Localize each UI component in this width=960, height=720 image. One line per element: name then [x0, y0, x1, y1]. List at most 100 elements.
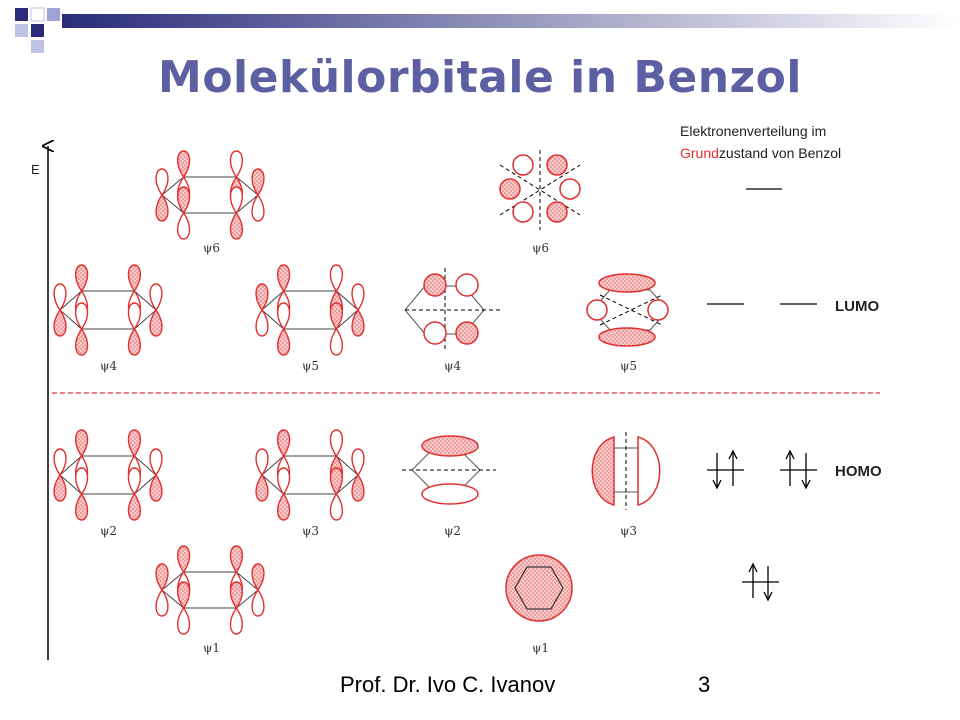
legend-rest: zustand von Benzol	[719, 145, 841, 161]
p-orbital-lobe	[329, 429, 343, 458]
legend-line-1: Elektronenverteilung im	[680, 123, 826, 139]
energy-levels	[707, 188, 817, 583]
p-orbital-lobe	[251, 193, 265, 222]
benzene-ring	[161, 176, 259, 214]
orbital-psi4-mo	[404, 268, 500, 352]
psi-label: ψ3	[620, 524, 637, 538]
benzene-ring	[261, 290, 359, 330]
orbital-psi6-mo	[499, 150, 581, 230]
psi-label: ψ6	[532, 241, 549, 255]
p-orbital-lobe	[277, 302, 291, 331]
orbital-psi1-mo	[505, 554, 573, 622]
p-orbital-lobe	[229, 211, 243, 240]
p-orbital-lobe	[177, 150, 191, 179]
p-orbital-lobe	[149, 283, 163, 312]
p-orbital-lobe	[255, 473, 269, 502]
p-orbital-lobe	[177, 211, 191, 240]
p-orbital-lobe	[255, 308, 269, 337]
p-orbital-lobe	[277, 264, 291, 293]
electron-pairs	[712, 449, 811, 602]
orbital-psi2-pz	[53, 429, 163, 521]
p-orbital-lobe	[229, 606, 243, 635]
p-orbital-lobe	[177, 545, 191, 574]
benzene-ring	[59, 290, 157, 330]
p-orbital-lobe	[255, 283, 269, 312]
psi-label: ψ3	[302, 524, 319, 538]
orbital-psi1-pz	[155, 545, 265, 635]
p-orbital-lobe	[177, 581, 191, 610]
p-orbital-lobe	[351, 448, 365, 477]
p-orbital-lobe	[75, 327, 89, 356]
p-orbital-lobe	[127, 302, 141, 331]
orbital-psi5-pz	[255, 264, 365, 356]
p-orbital-lobe	[229, 186, 243, 215]
p-orbital-lobe	[277, 492, 291, 521]
p-orbital-lobe	[277, 467, 291, 496]
p-orbital-lobe	[149, 308, 163, 337]
p-orbital-lobe	[127, 467, 141, 496]
p-orbital-lobe	[177, 186, 191, 215]
orbital-psi3-mo	[591, 432, 661, 510]
p-orbital-lobe	[329, 302, 343, 331]
p-orbital-lobe	[155, 563, 169, 592]
p-orbital-lobe	[351, 283, 365, 312]
p-orbital-lobe	[329, 492, 343, 521]
psi-label: ψ2	[100, 524, 117, 538]
p-orbital-lobe	[351, 473, 365, 502]
psi-label: ψ2	[444, 524, 461, 538]
footer-author: Prof. Dr. Ivo C. Ivanov	[340, 672, 556, 697]
p-orbital-lobe	[127, 264, 141, 293]
p-orbital-lobe	[127, 429, 141, 458]
p-orbital-lobe	[149, 448, 163, 477]
p-orbital-lobe	[255, 448, 269, 477]
p-orbital-lobe	[75, 467, 89, 496]
benzene-ring	[161, 571, 259, 609]
psi-label: ψ5	[620, 359, 637, 373]
p-orbital-lobe	[155, 168, 169, 197]
p-orbital-lobe	[75, 264, 89, 293]
orbital-psi5-mo	[586, 273, 669, 347]
benzene-ring	[59, 455, 157, 495]
p-orbital-lobe	[127, 327, 141, 356]
p-orbital-lobe	[149, 473, 163, 502]
p-orbital-lobe	[155, 588, 169, 617]
p-orbital-lobe	[251, 168, 265, 197]
p-orbital-lobe	[229, 581, 243, 610]
p-orbital-lobe	[177, 606, 191, 635]
orbital-psi4-pz	[53, 264, 163, 356]
psi-label: ψ4	[100, 359, 117, 373]
psi-label: ψ6	[203, 241, 220, 255]
p-orbital-lobe	[75, 429, 89, 458]
p-orbital-lobe	[329, 467, 343, 496]
psi-labels: ψ6 ψ6 ψ4 ψ5 ψ4 ψ5 ψ2 ψ3 ψ2 ψ3 ψ1 ψ1	[100, 241, 637, 655]
psi-label: ψ1	[532, 641, 549, 655]
p-orbital-lobe	[251, 588, 265, 617]
p-orbital-lobe	[127, 492, 141, 521]
p-orbital-lobe	[229, 150, 243, 179]
lumo-label: LUMO	[835, 298, 879, 315]
p-orbital-lobe	[229, 545, 243, 574]
psi-label: ψ5	[302, 359, 319, 373]
p-orbital-lobe	[75, 302, 89, 331]
p-orbital-lobe	[53, 283, 67, 312]
p-orbital-lobe	[329, 264, 343, 293]
p-orbital-lobe	[155, 193, 169, 222]
orbital-psi2-mo	[402, 435, 496, 505]
psi-label: ψ4	[444, 359, 461, 373]
orbital-psi6-pz	[155, 150, 265, 240]
p-orbital-lobe	[277, 429, 291, 458]
p-orbital-lobe	[53, 448, 67, 477]
slide-decoration-squares	[15, 7, 60, 53]
p-orbital-lobe	[75, 492, 89, 521]
psi-label: ψ1	[203, 641, 220, 655]
p-orbital-lobe	[351, 308, 365, 337]
p-orbital-lobe	[53, 473, 67, 502]
p-orbital-lobe	[53, 308, 67, 337]
header-gradient-bar	[62, 14, 960, 28]
p-orbital-lobe	[277, 327, 291, 356]
homo-label: HOMO	[835, 463, 882, 480]
energy-axis-label: E	[31, 162, 40, 177]
legend-line-2: Grundzustand von Benzol	[680, 145, 841, 161]
slide-title: Molekülorbitale in Benzol	[158, 52, 802, 103]
